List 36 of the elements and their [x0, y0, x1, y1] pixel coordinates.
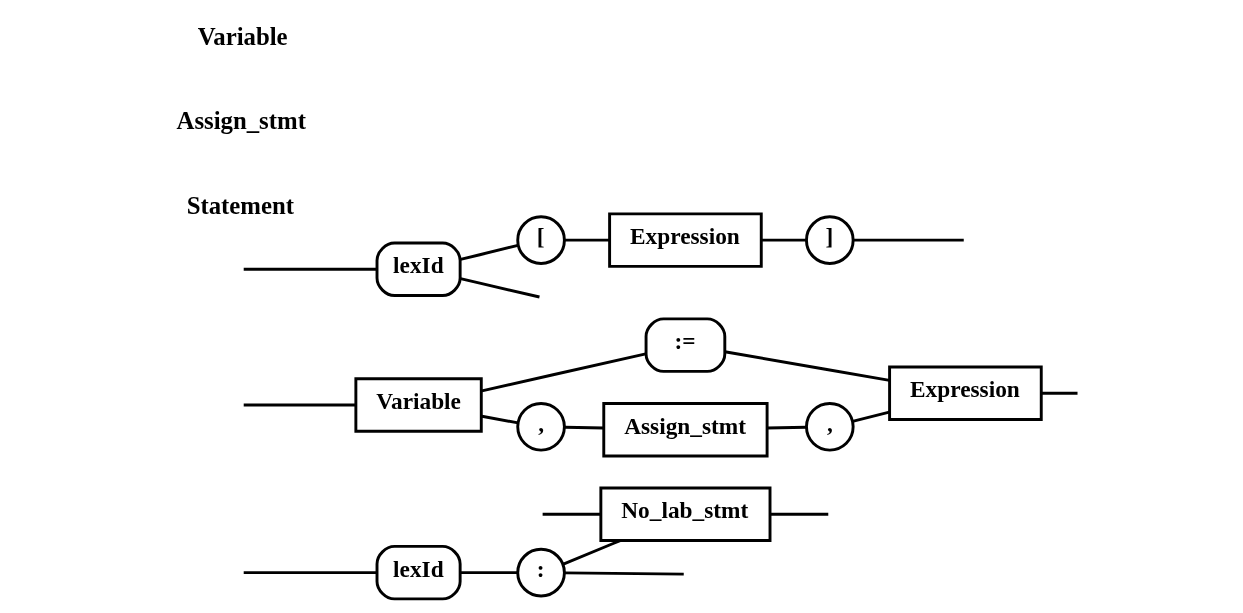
node-circle: ]: [804, 215, 855, 265]
connector: [459, 244, 518, 261]
connector: [243, 267, 377, 271]
node-box: No_lab_stmt: [598, 486, 771, 542]
connector: [852, 238, 964, 242]
connector: [1040, 391, 1077, 395]
node-circle: :: [515, 547, 566, 598]
connector: [459, 277, 540, 299]
connector: [542, 512, 601, 516]
connector: [562, 539, 621, 566]
node-box: Expression: [607, 212, 763, 268]
connector: [243, 403, 356, 407]
connector: [760, 238, 806, 242]
connector: [243, 571, 377, 575]
node-box: Assign_stmt: [601, 402, 769, 458]
connector: [460, 571, 517, 575]
connector: [851, 410, 890, 423]
connector: [481, 414, 518, 425]
connector: [564, 238, 609, 242]
node-box: Variable: [353, 377, 483, 433]
node-box: Expression: [887, 365, 1043, 421]
connector: [769, 512, 828, 516]
connector: [724, 350, 890, 382]
node-circle: ,: [804, 402, 855, 452]
connector: [766, 425, 806, 430]
node-box: lexId: [375, 241, 462, 297]
connector: [564, 425, 604, 430]
node-box: :=: [644, 317, 726, 373]
connector: [481, 352, 646, 393]
label: Statement: [186, 192, 294, 220]
label: Assign_stmt: [176, 107, 306, 135]
label: Variable: [197, 22, 288, 50]
node-circle: [: [515, 215, 566, 265]
connector: [564, 571, 684, 576]
node-box: lexId: [375, 544, 462, 601]
node-circle: ,: [515, 402, 566, 452]
